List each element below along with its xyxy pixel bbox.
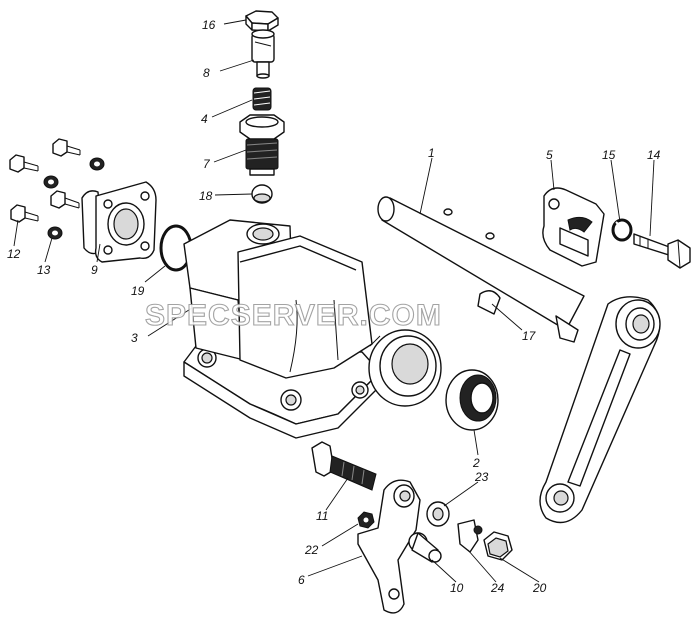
label-14: 14 <box>647 148 661 162</box>
leader-lines <box>13 19 655 583</box>
part-17-key <box>477 290 501 315</box>
part-12-bolt-upper <box>9 154 39 173</box>
lever-arm <box>539 296 661 524</box>
part-1-shaft <box>377 196 585 343</box>
label-20: 20 <box>532 581 547 595</box>
label-6: 6 <box>298 573 305 587</box>
part-13-washers <box>43 157 105 240</box>
part-20-nut <box>483 531 513 561</box>
watermark-text: SPECSERVER.COM <box>145 299 442 332</box>
part-15-spring-washer <box>611 218 633 242</box>
part-8-pin <box>251 29 275 79</box>
label-7: 7 <box>203 157 211 171</box>
part-12-bolt-right <box>50 190 80 209</box>
label-9: 9 <box>91 263 98 277</box>
label-13: 13 <box>37 263 51 277</box>
label-15: 15 <box>602 148 616 162</box>
part-12-bolt-middle <box>52 138 81 157</box>
part-labels: 16 8 4 7 18 12 13 9 19 3 1 5 15 14 17 2 … <box>7 18 661 595</box>
part-14-bolt <box>633 233 691 269</box>
label-12: 12 <box>7 247 21 261</box>
label-3: 3 <box>131 331 138 345</box>
label-19: 19 <box>131 284 145 298</box>
label-10: 10 <box>450 581 464 595</box>
part-7-threaded-plug <box>239 114 285 176</box>
part-5-clamp-lever <box>542 187 605 267</box>
part-12-bolt-lower <box>10 204 39 223</box>
part-16-nut <box>245 10 279 32</box>
label-24: 24 <box>490 581 505 595</box>
part-23-washer <box>426 501 450 527</box>
label-11: 11 <box>316 509 328 523</box>
label-16: 16 <box>202 18 216 32</box>
label-2: 2 <box>472 456 480 470</box>
part-18-ball <box>251 184 273 204</box>
label-17: 17 <box>522 329 537 343</box>
part-11-bolt <box>311 441 377 491</box>
part-2-bushing <box>445 369 499 431</box>
label-5: 5 <box>546 148 553 162</box>
part-3-housing <box>183 219 442 439</box>
label-22: 22 <box>304 543 319 557</box>
label-23: 23 <box>474 470 489 484</box>
part-9-flange-cover <box>81 181 157 263</box>
part-4-spring <box>252 87 272 111</box>
label-4: 4 <box>201 112 208 126</box>
label-8: 8 <box>203 66 210 80</box>
part-6-bracket <box>357 479 421 614</box>
label-1: 1 <box>428 146 435 160</box>
part-24-lock-plate <box>457 519 483 553</box>
part-10-pin <box>408 532 442 563</box>
label-18: 18 <box>199 189 213 203</box>
part-22-nut <box>357 511 375 529</box>
